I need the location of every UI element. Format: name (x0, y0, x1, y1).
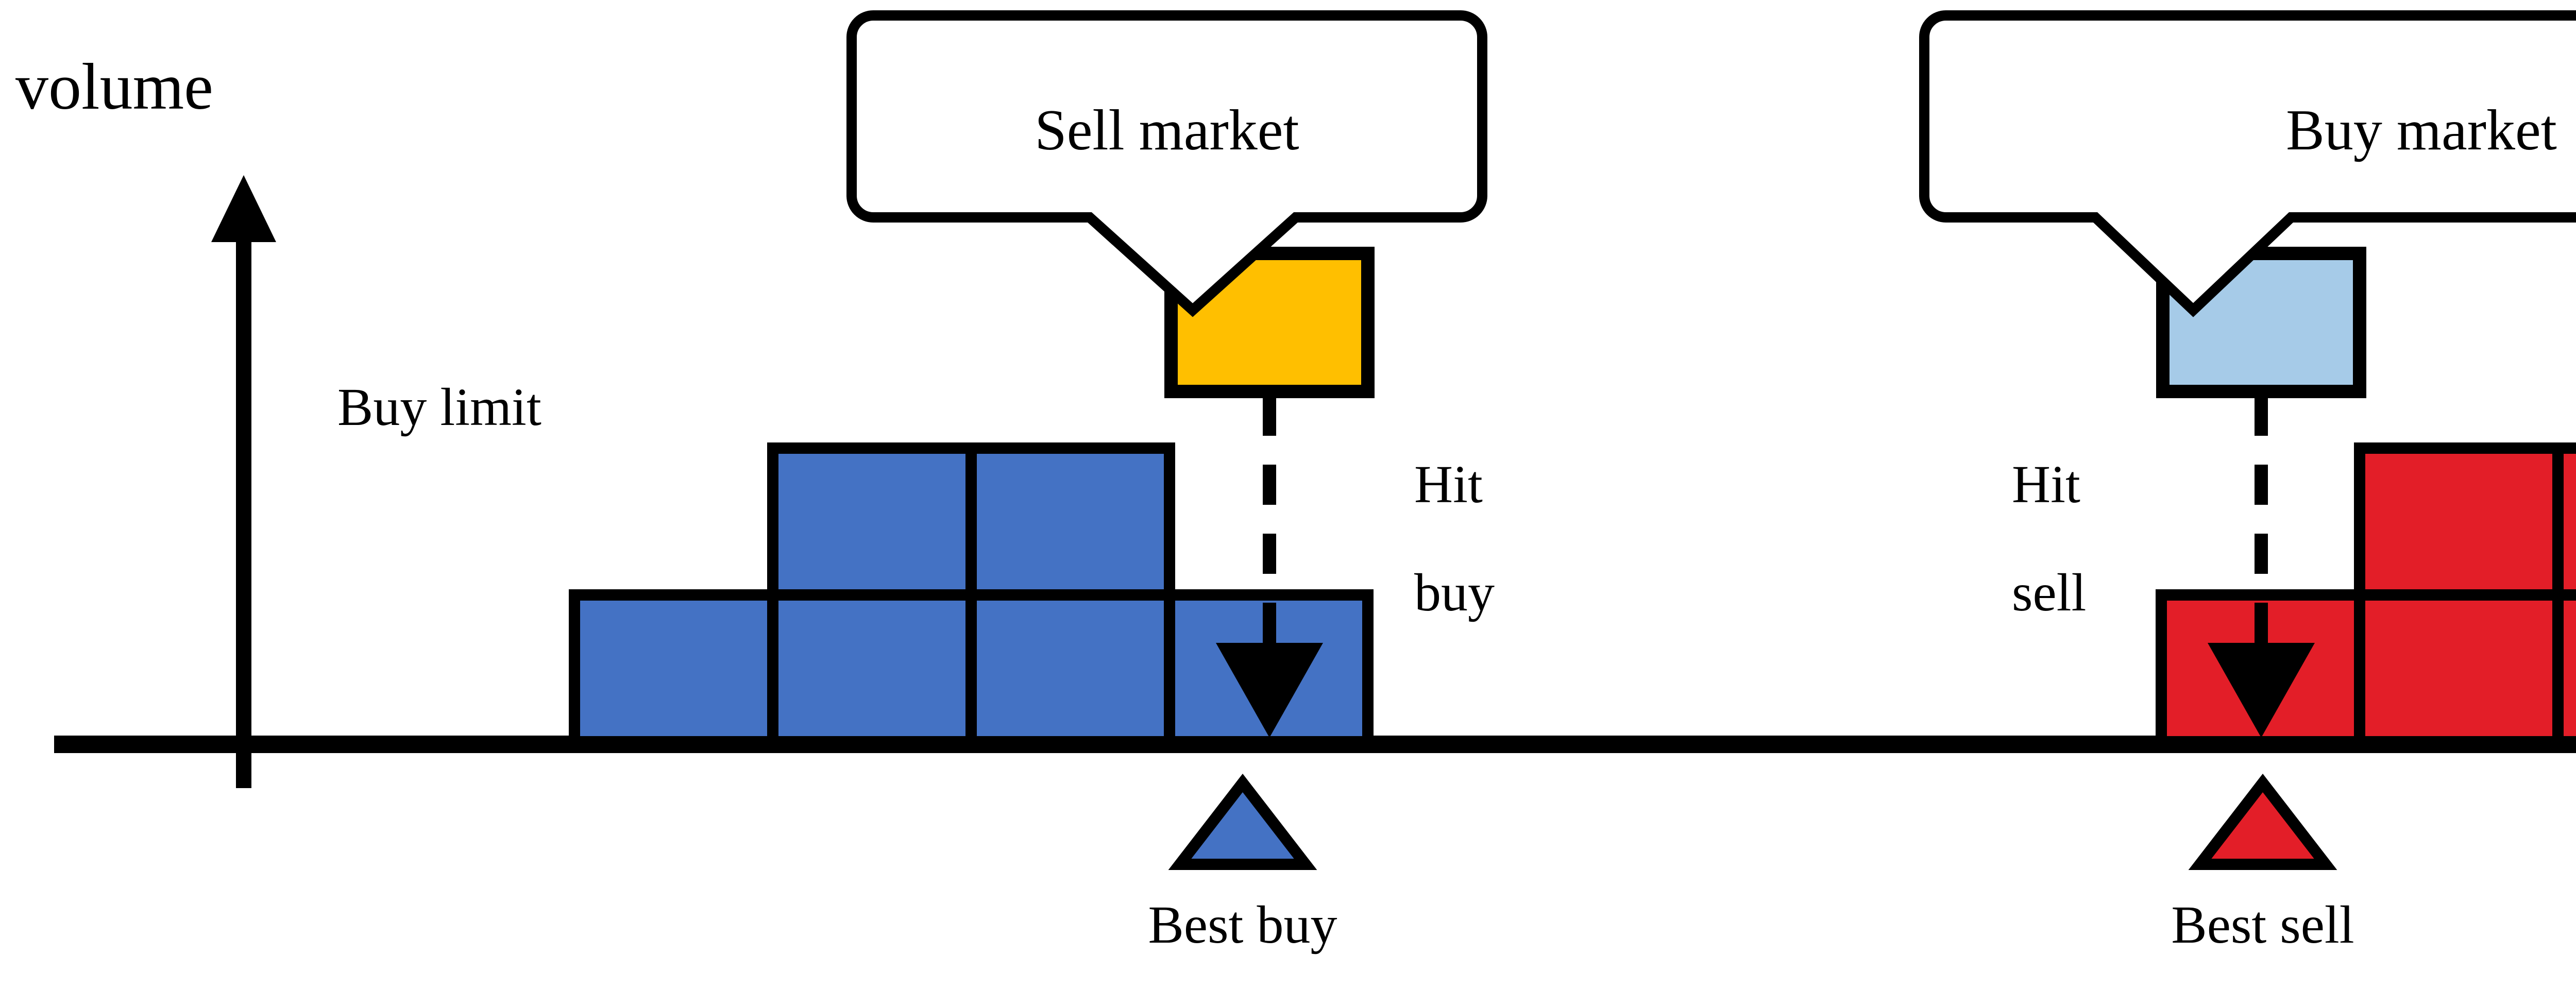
y-axis-label: volume (15, 50, 213, 123)
sell-market-callout-shape (846, 10, 1487, 317)
best-sell-label: Best sell (2171, 895, 2354, 954)
buy-market-callout-label: Buy market (2286, 98, 2557, 162)
sell-limit-block-c2-r2 (2354, 442, 2564, 601)
hit-sell-annotation: Hit sell (2012, 455, 2086, 622)
buy-market-arrowhead (2208, 643, 2315, 738)
buy-limit-bars (569, 442, 1374, 747)
sell-market-order (1164, 247, 1375, 738)
buy-limit-block-c3-r2 (965, 442, 1175, 601)
sell-market-callout[interactable]: Sell market (846, 10, 1487, 317)
sell-limit-block-c2-r1 (2354, 589, 2564, 747)
hit-buy-label-line1: Hit (1414, 455, 1483, 514)
sell-limit-block-c3-r1 (2552, 589, 2576, 747)
sell-market-arrowhead (1216, 643, 1323, 738)
hit-buy-annotation: Hit buy (1414, 455, 1495, 622)
best-buy-label: Best buy (1148, 895, 1337, 954)
buy-market-order (2156, 247, 2366, 738)
sell-market-callout-label: Sell market (1035, 98, 1299, 162)
best-buy-marker: Best buy (1148, 774, 1337, 954)
buy-limit-block-c3-r1 (965, 589, 1175, 747)
buy-limit-block-c2-r2 (767, 442, 977, 601)
best-sell-triangle-icon (2188, 774, 2337, 870)
best-sell-marker: Best sell (2171, 774, 2354, 954)
hit-buy-label-line2: buy (1414, 563, 1495, 622)
hit-sell-label-line2: sell (2012, 563, 2086, 622)
buy-market-callout[interactable]: Buy market (1919, 10, 2576, 317)
buy-limit-block-c2-r1 (767, 589, 977, 747)
sell-limit-block-c3-r2 (2552, 442, 2576, 601)
y-axis (211, 175, 276, 788)
buy-market-block (2156, 247, 2366, 398)
hit-sell-label-line1: Hit (2012, 455, 2080, 514)
buy-market-callout-shape (1919, 10, 2576, 317)
y-axis-arrowhead (211, 175, 276, 242)
buy-limit-label: Buy limit (337, 378, 541, 437)
buy-limit-block-c1-r1 (569, 589, 778, 747)
best-buy-triangle-icon (1168, 774, 1317, 870)
